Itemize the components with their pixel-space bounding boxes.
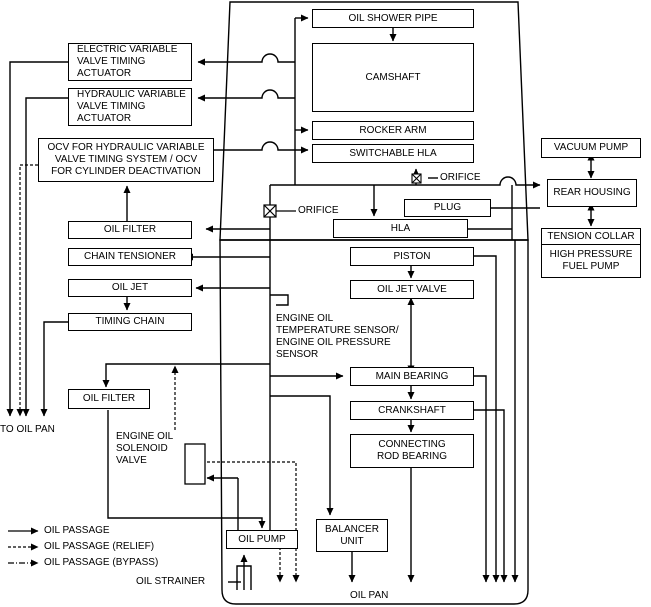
oil-jet-box: OIL JET	[68, 279, 192, 297]
drain-crankshaft	[474, 409, 508, 583]
cylinder-block-outline	[219, 239, 529, 605]
legend-oil-passage-bypass: OIL PASSAGE (BYPASS)	[44, 557, 159, 568]
vacuum-pump-box: VACUUM PUMP	[541, 138, 641, 158]
oil-pan-label: OIL PAN	[350, 590, 389, 601]
balancer-unit-box: BALANCER UNIT	[316, 519, 388, 552]
filter-to-pump-return	[107, 410, 266, 529]
line-to-oil-filter-lower	[102, 363, 270, 388]
switchable-hla-box: SWITCHABLE HLA	[312, 144, 474, 163]
oil-shower-pipe-box: OIL SHOWER PIPE	[312, 9, 474, 28]
oil-filter-lower-box: OIL FILTER	[68, 389, 150, 409]
sensor-lead	[270, 294, 289, 306]
oil-jet-valve-box: OIL JET VALVE	[350, 280, 474, 299]
legend-oil-passage-relief: OIL PASSAGE (RELIEF)	[44, 541, 155, 552]
main-bearing-box: MAIN BEARING	[350, 367, 474, 386]
orifice-upper-symbol	[411, 173, 422, 184]
line-to-electric-vvt	[197, 53, 295, 66]
orifice-left-symbol	[263, 204, 277, 218]
solenoid-valve-body	[184, 443, 206, 485]
drain-timing-chain	[40, 321, 68, 417]
crankshaft-box: CRANKSHAFT	[350, 401, 474, 420]
drain-electric-vvt	[6, 61, 68, 417]
relief-solenoid-1	[207, 461, 300, 583]
drain-piston	[474, 255, 500, 583]
engine-oil-sensor-label: ENGINE OIL TEMPERATURE SENSOR/ ENGINE OI…	[276, 313, 399, 360]
orifice-upper-label: ORIFICE	[440, 172, 481, 183]
oil-filter-upper-box: OIL FILTER	[68, 221, 192, 239]
tension-collar-box: TENSION COLLAR	[541, 228, 641, 245]
line-ocv-to-switchable-hla	[205, 141, 309, 154]
drain-hydraulic-vvt	[22, 97, 68, 417]
strainer-body	[236, 565, 252, 590]
camshaft-box: CAMSHAFT	[312, 43, 474, 112]
timing-chain-box: TIMING CHAIN	[68, 313, 192, 331]
rear-housing-box: REAR HOUSING	[547, 179, 637, 207]
chain-tensioner-box: CHAIN TENSIONER	[68, 248, 192, 266]
line-to-balancer	[270, 395, 334, 516]
legend-oil-passage: OIL PASSAGE	[44, 525, 110, 536]
oil-strainer-label: OIL STRAINER	[136, 576, 206, 587]
high-pressure-fuel-pump-box: HIGH PRESSURE FUEL PUMP	[541, 244, 641, 278]
drain-main-bearing	[474, 375, 490, 583]
ocv-box: OCV FOR HYDRAULIC VARIABLE VALVE TIMING …	[38, 138, 214, 182]
piston-box: PISTON	[350, 247, 474, 266]
hydraulic-vvt-actuator-box: HYDRAULIC VARIABLE VALVE TIMING ACTUATOR	[68, 88, 192, 126]
rocker-arm-box: ROCKER ARM	[312, 121, 474, 140]
relief-ocv	[16, 164, 38, 417]
to-oil-pan-label: TO OIL PAN	[0, 424, 55, 435]
line-to-hydraulic-vvt	[197, 89, 295, 102]
hla-box: HLA	[333, 219, 468, 238]
orifice-left-label: ORIFICE	[298, 205, 339, 216]
electric-vvt-actuator-box: ELECTRIC VARIABLE VALVE TIMING ACTUATOR	[68, 43, 192, 81]
connecting-rod-bearing-box: CONNECTING ROD BEARING	[350, 434, 474, 468]
engine-oil-solenoid-valve-label: ENGINE OIL SOLENOID VALVE	[116, 431, 174, 466]
oil-pump-box: OIL PUMP	[226, 530, 298, 549]
plug-box: PLUG	[404, 199, 491, 217]
line-to-rear-housing	[270, 176, 541, 189]
